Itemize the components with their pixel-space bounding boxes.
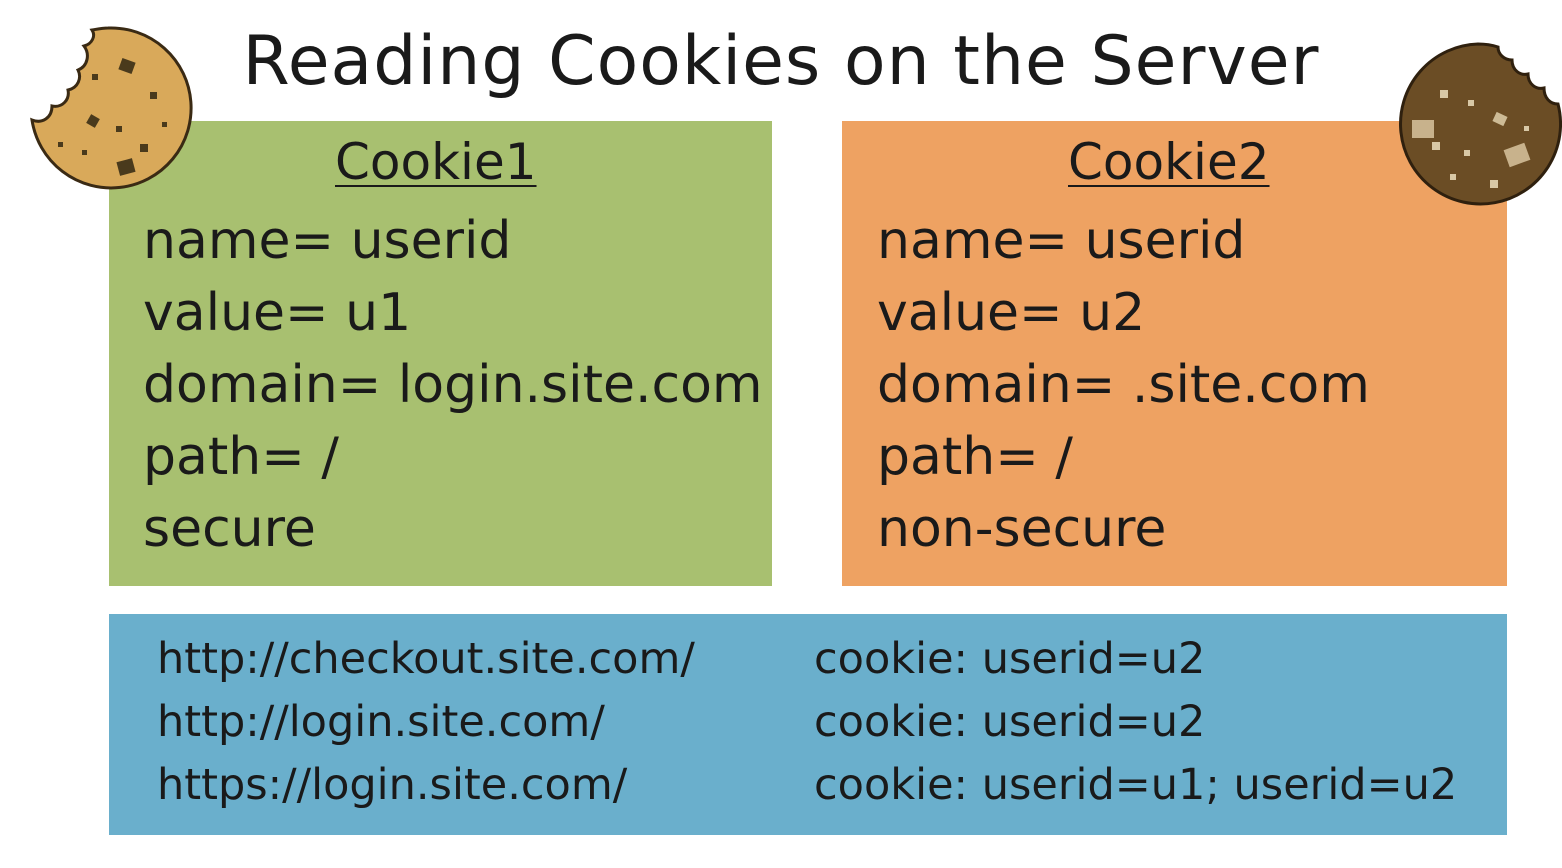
cookie2-value-attr: value= u2 <box>877 283 1146 343</box>
cookie-header: cookie: userid=u2 <box>814 634 1206 684</box>
cookie-headers: cookie: userid=u2 cookie: userid=u2 cook… <box>814 628 1457 817</box>
cookie2-secure-attr: non-secure <box>877 499 1167 559</box>
cookie1-heading: Cookie1 <box>335 133 537 191</box>
cookie1-value-attr: value= u1 <box>143 283 412 343</box>
page-title: Reading Cookies on the Server <box>242 22 1320 101</box>
cookie1-secure-attr: secure <box>143 499 316 559</box>
cookie1-attributes: name= userid value= u1 domain= login.sit… <box>143 205 763 565</box>
cookie2-box <box>842 121 1507 586</box>
light-bitten-cookie-icon <box>30 26 193 190</box>
cookie1-box <box>109 121 772 586</box>
request-urls: http://checkout.site.com/ http://login.s… <box>157 628 695 817</box>
cookie2-attributes: name= userid value= u2 domain= .site.com… <box>877 205 1370 565</box>
cookie-header: cookie: userid=u1; userid=u2 <box>814 760 1458 810</box>
request-url: http://checkout.site.com/ <box>157 634 695 684</box>
cookie2-domain-attr: domain= .site.com <box>877 355 1370 415</box>
requests-box <box>109 614 1507 835</box>
cookie1-domain-attr: domain= login.site.com <box>143 355 763 415</box>
cookie2-path-attr: path= / <box>877 427 1073 487</box>
dark-bitten-cookie-icon <box>1399 42 1562 206</box>
cookie-header: cookie: userid=u2 <box>814 697 1206 747</box>
cookie1-name-attr: name= userid <box>143 211 512 271</box>
request-url: http://login.site.com/ <box>157 697 605 747</box>
cookie2-heading: Cookie2 <box>1068 133 1270 191</box>
request-url: https://login.site.com/ <box>157 760 628 810</box>
cookie2-name-attr: name= userid <box>877 211 1246 271</box>
cookie1-path-attr: path= / <box>143 427 339 487</box>
